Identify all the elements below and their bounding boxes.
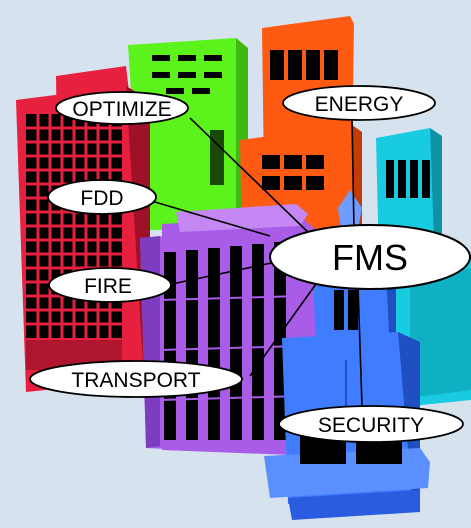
node-label-energy: ENERGY: [315, 93, 404, 116]
node-fdd: FDD: [47, 179, 157, 215]
node-label-security: SECURITY: [318, 414, 424, 437]
node-optimize: OPTIMIZE: [55, 91, 189, 125]
connector-optimize: [189, 117, 313, 237]
connector-energy: [351, 117, 355, 231]
node-label-fire: FIRE: [84, 275, 132, 298]
node-fire: FIRE: [48, 267, 172, 303]
connector-lines: [147, 117, 363, 407]
node-label-optimize: OPTIMIZE: [72, 98, 171, 121]
node-security: SECURITY: [278, 405, 464, 443]
node-label-transport: TRANSPORT: [71, 369, 200, 392]
node-label-fdd: FDD: [80, 187, 123, 210]
node-energy: ENERGY: [282, 85, 436, 121]
hub-fms: FMS: [269, 224, 471, 290]
purple-building: [140, 204, 318, 456]
hub-label: FMS: [332, 237, 408, 278]
connector-fire: [171, 261, 277, 285]
connector-fdd: [147, 199, 271, 237]
orange-building: [240, 16, 362, 262]
node-transport: TRANSPORT: [29, 360, 243, 398]
connector-transport: [249, 283, 317, 377]
connector-security: [357, 284, 363, 407]
red-building: [16, 66, 150, 392]
